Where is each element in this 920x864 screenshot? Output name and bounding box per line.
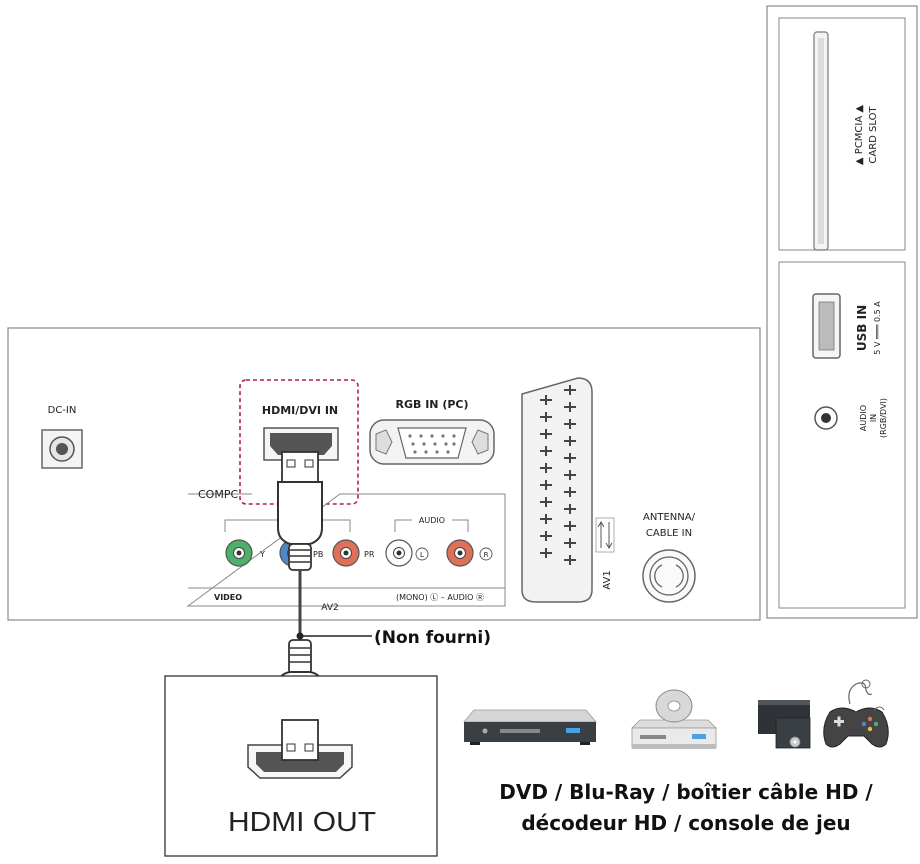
scart-pin: [564, 436, 576, 446]
scart-pin: [564, 487, 576, 497]
video-label: VIDEO: [214, 593, 242, 602]
pb-label: PB: [313, 550, 323, 559]
rgb-in-port: [369, 419, 495, 465]
scart-pin: [540, 548, 552, 558]
audio-in-sub-label: IN: [869, 414, 878, 422]
pr-label: PR: [364, 550, 375, 559]
scart-pin: [540, 446, 552, 456]
scart-pin: [564, 521, 576, 531]
component-label: COMPC: [198, 488, 238, 501]
usb-in-label: USB IN: [855, 305, 869, 351]
audio-r-marker: R: [484, 551, 489, 559]
scart-pin: [564, 402, 576, 412]
rgb-in-pc-label: RGB IN (PC): [395, 398, 468, 411]
hdmi-dvi-in-label: HDMI/DVI IN: [262, 404, 338, 417]
av2-label: AV2: [321, 603, 338, 613]
scart-pin: [564, 470, 576, 480]
y-label: Y: [259, 550, 265, 559]
side-panel: ▲ PCMCIA ▲ CARD SLOT USB IN 5 V ═══ 0.5 …: [766, 5, 918, 619]
mono-audio-label: (MONO) Ⓛ – AUDIO Ⓡ: [396, 593, 484, 602]
scart-pin: [564, 385, 576, 395]
not-supplied-note: (Non fourni): [374, 628, 491, 648]
devices-caption-line2: décodeur HD / console de jeu: [521, 811, 850, 835]
scart-pin: [564, 419, 576, 429]
scart-pin: [540, 514, 552, 524]
source-device-panel: HDMI OUT: [164, 675, 438, 857]
scart-av1-port: [521, 377, 593, 603]
av1-label: AV1: [602, 570, 613, 589]
usb-rating-label: 5 V ═══ 0.5 A: [873, 301, 882, 355]
rear-panel: DC-IN HDMI/DVI IN RGB IN (PC) COMPC: [7, 327, 761, 621]
scart-pin: [564, 555, 576, 565]
audio-l-marker: L: [420, 551, 424, 559]
scart-pin: [540, 412, 552, 422]
scart-pin: [540, 531, 552, 541]
audio-in-rgb-label: (RGB/DVI): [879, 398, 888, 438]
scart-pin: [540, 480, 552, 490]
devices-caption-line1: DVD / Blu-Ray / boîtier câble HD /: [499, 780, 873, 804]
cable-box-icon: [758, 700, 811, 749]
scart-pin: [564, 538, 576, 548]
scart-pin: [540, 395, 552, 405]
audio-in-label: AUDIO: [859, 405, 868, 431]
scart-pin: [564, 453, 576, 463]
audio-group-label: AUDIO: [419, 516, 445, 525]
dc-in-label: DC-IN: [48, 405, 77, 416]
blu-ray-player-icon: [631, 689, 717, 749]
cable-in-label: CABLE IN: [646, 528, 692, 539]
hdmi-out-label: HDMI OUT: [228, 806, 376, 837]
scart-pin: [540, 497, 552, 507]
antenna-label: ANTENNA/: [643, 512, 696, 523]
scart-pin: [540, 429, 552, 439]
pcmcia-label: ▲ PCMCIA ▲: [854, 105, 865, 165]
scart-pin: [564, 504, 576, 514]
dvd-player-icon: [463, 709, 597, 745]
av1-arrows-icon: [595, 517, 615, 553]
game-controller-icon: [823, 679, 889, 748]
antenna-cable-in-port: [642, 549, 696, 603]
scart-pin: [540, 463, 552, 473]
card-slot-label: CARD SLOT: [868, 106, 879, 164]
